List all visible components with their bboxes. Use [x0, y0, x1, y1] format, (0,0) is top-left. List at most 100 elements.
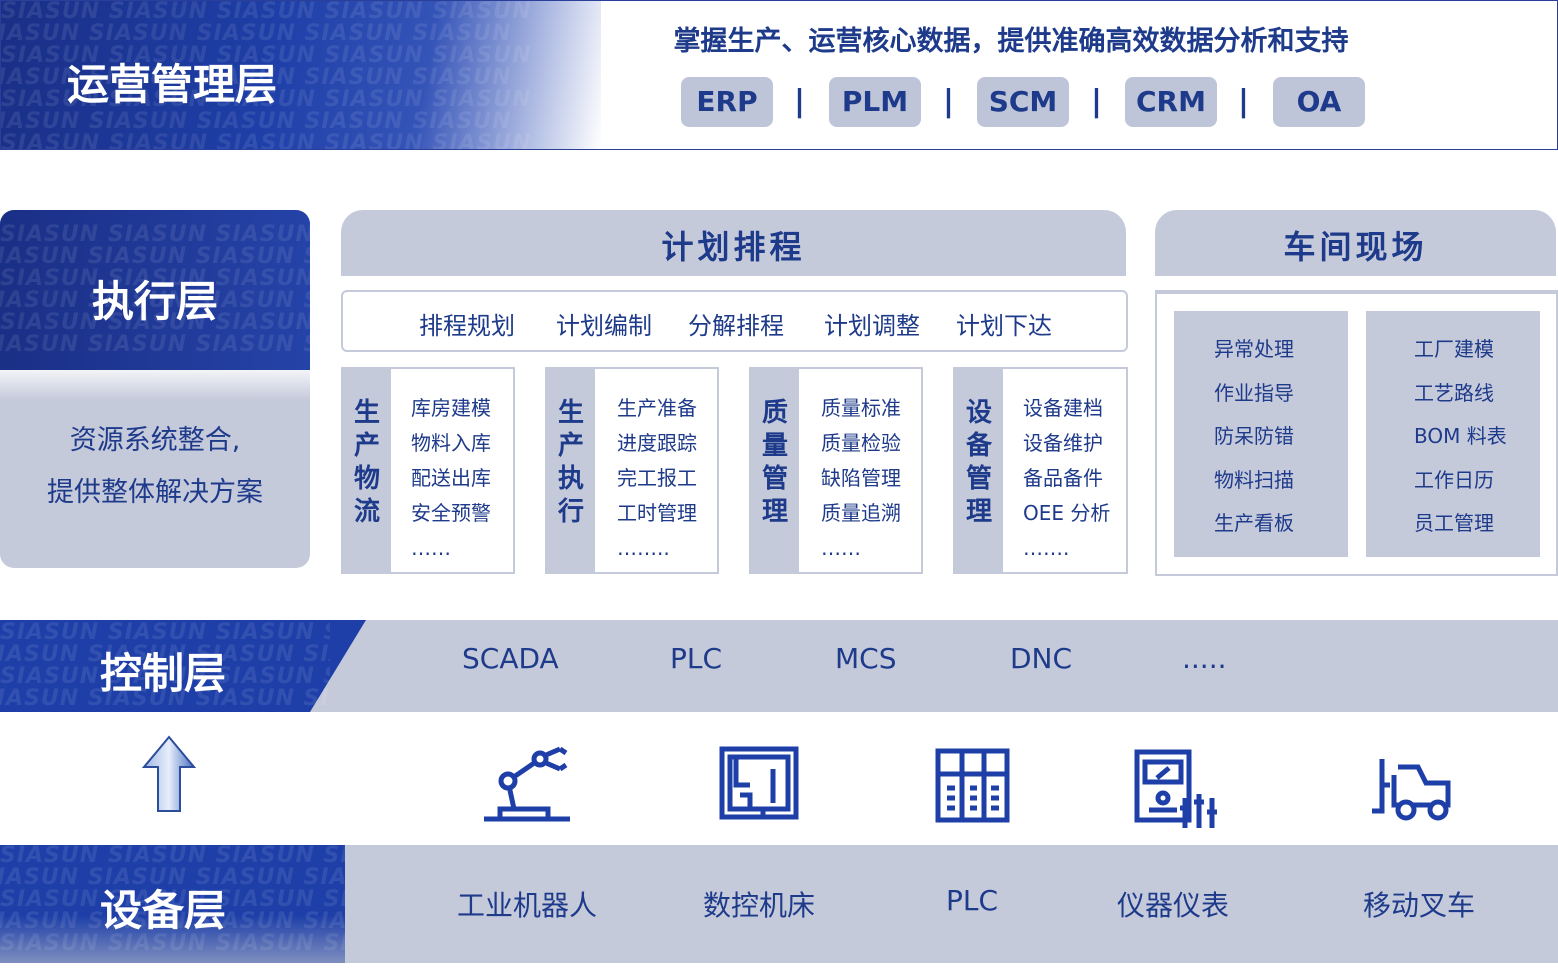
control-item-scada: SCADA	[462, 642, 559, 675]
workshop-item: BOM 料表	[1414, 424, 1507, 448]
module-name-char: 执	[557, 464, 584, 494]
module-name-char: 产	[557, 431, 584, 461]
operations-description: 掌握生产、运营核心数据，提供准确高效数据分析和支持	[673, 26, 1349, 57]
module-name-char: 产	[353, 431, 380, 461]
module-item: 生产准备	[617, 396, 697, 420]
module-production-logistics: 生 产 物 流 库房建模 物料入库 配送出库 安全预警 ……	[341, 367, 515, 574]
module-item: 设备维护	[1023, 431, 1103, 455]
module-item: 设备建档	[1023, 396, 1103, 420]
module-name-char: 生	[557, 398, 584, 428]
module-item: 质量标准	[821, 396, 901, 420]
planning-item: 计划调整	[824, 312, 920, 340]
module-item: 进度跟踪	[617, 431, 697, 455]
module-equipment-management: 设 备 管 理 设备建档 设备维护 备品备件 OEE 分析 …….	[953, 367, 1128, 574]
module-item: …….	[1023, 536, 1070, 560]
module-item: 安全预警	[411, 501, 491, 525]
module-name-char: 流	[353, 497, 380, 527]
system-oa: OA	[1273, 77, 1365, 127]
operations-title: 运营管理层	[67, 60, 278, 109]
module-name-char: 备	[965, 431, 992, 461]
module-item: 质量追溯	[821, 501, 901, 525]
module-item: OEE 分析	[1023, 501, 1111, 525]
system-scm: SCM	[977, 77, 1069, 127]
device-label-cnc: 数控机床	[702, 889, 815, 922]
workshop-item: 工艺路线	[1414, 380, 1494, 405]
instrument-icon	[1134, 749, 1217, 828]
module-name-char: 物	[353, 464, 380, 494]
module-name-char: 生	[353, 398, 380, 428]
module-item: 库房建模	[411, 396, 491, 420]
plc-icon	[935, 748, 1010, 823]
module-quality-management: 质 量 管 理 质量标准 质量检验 缺陷管理 质量追溯 ……	[749, 367, 923, 574]
module-name-char: 管	[761, 464, 788, 494]
workshop-item: 异常处理	[1214, 337, 1294, 361]
separator: |	[1091, 84, 1102, 119]
workshop-left-list: 异常处理 作业指导 防呆防错 物料扫描 生产看板	[1174, 311, 1348, 557]
execution-subtitle-2: 提供整体解决方案	[47, 477, 263, 508]
planning-item: 计划编制	[556, 312, 652, 340]
module-name-char: 行	[557, 497, 584, 527]
control-item-mcs: MCS	[835, 642, 897, 675]
module-item: 备品备件	[1023, 466, 1103, 490]
separator: |	[794, 84, 805, 119]
module-item: 工时管理	[617, 501, 697, 525]
workshop-item: 物料扫描	[1214, 467, 1294, 492]
control-item-dnc: DNC	[1010, 642, 1073, 675]
module-item: 完工报工	[617, 466, 697, 490]
planning-title: 计划排程	[661, 228, 806, 266]
module-item: ……	[411, 536, 451, 560]
cnc-machine-icon	[719, 746, 799, 820]
planning-item: 计划下达	[956, 312, 1052, 340]
workshop-item: 员工管理	[1414, 511, 1494, 535]
forklift-icon	[1372, 759, 1451, 821]
control-item-more: .....	[1182, 642, 1227, 675]
device-label-plc: PLC	[945, 884, 999, 917]
execution-tile: SIASUN SIASUN SIASUN SIASUN SIASUNSIASUN…	[0, 210, 310, 568]
system-plm: PLM	[829, 77, 921, 127]
system-erp: ERP	[681, 77, 773, 127]
workshop-item: 防呆防错	[1214, 424, 1294, 448]
separator: |	[1238, 84, 1249, 119]
system-crm: CRM	[1125, 77, 1217, 127]
workshop-item: 作业指导	[1214, 380, 1294, 405]
module-production-execution: 生 产 执 行 生产准备 进度跟踪 完工报工 工时管理 ……..	[545, 367, 719, 574]
device-label-instrument: 仪器仪表	[1116, 889, 1229, 922]
workshop-item: 生产看板	[1214, 511, 1294, 535]
workshop-title: 车间现场	[1283, 228, 1428, 266]
separator: |	[943, 84, 954, 119]
control-item-plc: PLC	[670, 642, 723, 675]
equipment-title-tile: SIASUN SIASUN SIASUN SIASUN SIASUNSIASUN…	[0, 845, 345, 963]
workshop-box: 异常处理 作业指导 防呆防错 物料扫描 生产看板 工厂建模 工艺路线 BOM 料…	[1155, 290, 1558, 576]
device-label-forklift: 移动叉车	[1362, 889, 1475, 922]
module-item: ……..	[617, 536, 670, 560]
planning-header: 计划排程	[341, 210, 1126, 276]
planning-items-box: 排程规划 计划编制 分解排程 计划调整 计划下达	[341, 290, 1128, 352]
module-item: 缺陷管理	[821, 466, 901, 490]
control-title-tile	[0, 620, 366, 712]
module-name-char: 理	[761, 497, 788, 527]
workshop-item: 工作日历	[1414, 467, 1494, 492]
robot-arm-icon	[484, 746, 570, 822]
module-name-char: 量	[761, 431, 788, 461]
execution-title: 执行层	[91, 277, 218, 326]
module-name-char: 设	[965, 398, 992, 428]
module-name-char: 质	[761, 398, 788, 428]
up-arrow-icon	[141, 735, 197, 812]
control-title: 控制层	[100, 649, 227, 698]
planning-item: 分解排程	[688, 312, 784, 340]
module-name-char: 管	[965, 464, 992, 494]
module-item: 物料入库	[411, 431, 491, 455]
execution-subtitle-1: 资源系统整合,	[69, 425, 241, 456]
module-item: ……	[821, 536, 861, 560]
workshop-header: 车间现场	[1155, 210, 1556, 276]
workshop-right-list: 工厂建模 工艺路线 BOM 料表 工作日历 员工管理	[1366, 311, 1540, 557]
workshop-item: 工厂建模	[1414, 337, 1494, 361]
module-item: 质量检验	[821, 431, 901, 455]
device-label-robot: 工业机器人	[456, 889, 597, 922]
module-item: 配送出库	[411, 466, 491, 490]
module-name-char: 理	[965, 497, 992, 527]
equipment-title: 设备层	[100, 886, 227, 935]
planning-item: 排程规划	[419, 312, 515, 340]
